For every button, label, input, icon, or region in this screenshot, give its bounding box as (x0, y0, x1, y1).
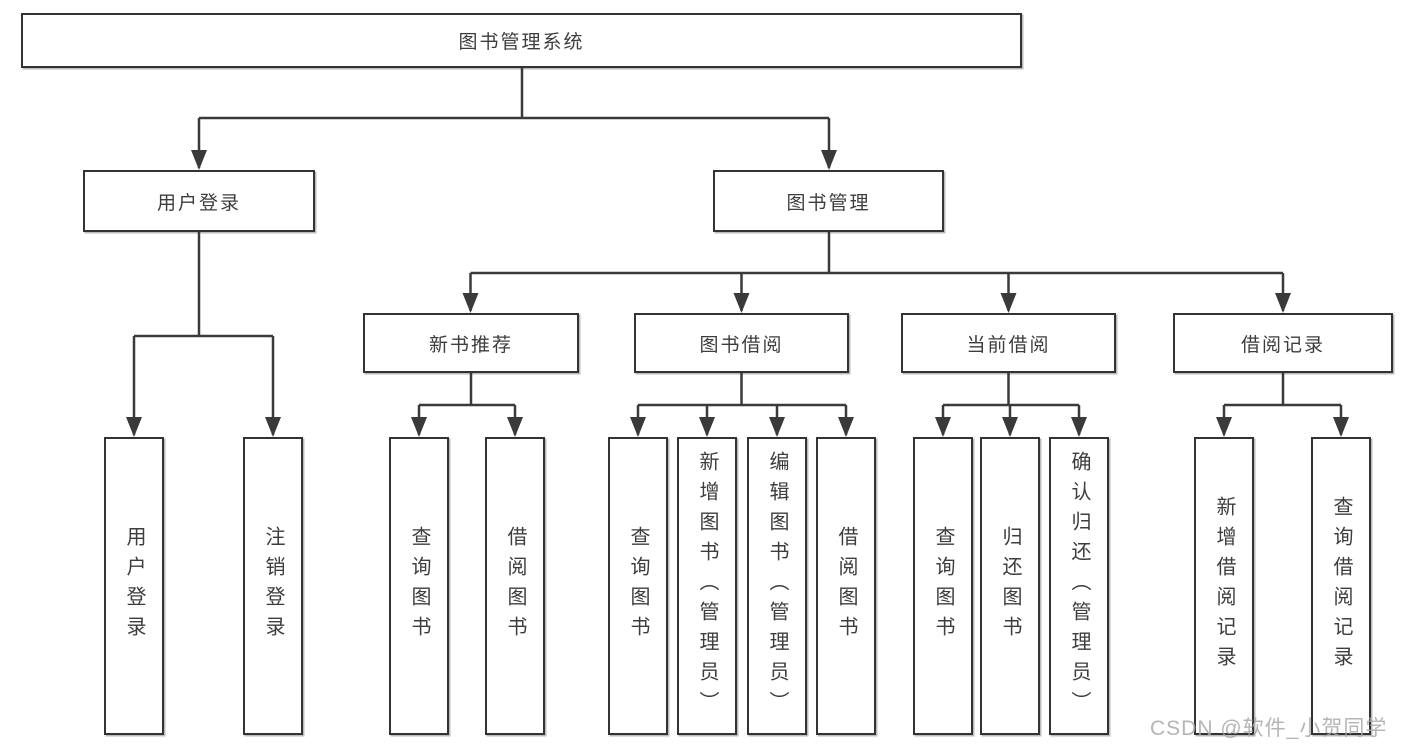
node-new-book-recommend-label: 新书推荐 (428, 334, 513, 356)
leaf-query-book-borrow: 查询图书 (608, 437, 668, 735)
leaf-add-borrow-record: 新增借阅记录 (1194, 437, 1254, 735)
node-user-login-label: 用户登录 (156, 192, 241, 214)
leaf-add-book-admin-label: 新增图书（管理员） (696, 451, 718, 721)
node-root-label: 图书管理系统 (458, 32, 585, 53)
node-new-book-recommend: 新书推荐 (363, 313, 579, 373)
leaf-query-book-current: 查询图书 (913, 437, 973, 735)
leaf-query-borrow-record: 查询借阅记录 (1311, 437, 1371, 735)
node-book-management: 图书管理 (713, 170, 944, 232)
leaf-query-book-borrow-label: 查询图书 (627, 526, 649, 646)
node-book-borrowing: 图书借阅 (634, 313, 849, 373)
leaf-add-book-admin: 新增图书（管理员） (677, 437, 737, 735)
node-book-borrowing-label: 图书借阅 (699, 334, 784, 356)
leaf-logout-label: 注销登录 (262, 526, 284, 646)
leaf-logout: 注销登录 (243, 437, 303, 735)
leaf-user-login: 用户登录 (104, 437, 164, 735)
leaf-borrow-book-recommend: 借阅图书 (485, 437, 545, 735)
arrowheads (126, 150, 1349, 437)
leaf-query-book-recommend: 查询图书 (389, 437, 449, 735)
leaf-edit-book-admin: 编辑图书（管理员） (747, 437, 807, 735)
leaf-query-book-current-label: 查询图书 (932, 526, 954, 646)
leaf-user-login-label: 用户登录 (123, 526, 145, 646)
leaf-borrow-book-borrow: 借阅图书 (816, 437, 876, 735)
node-book-management-label: 图书管理 (786, 192, 871, 214)
leaf-borrow-book-recommend-label: 借阅图书 (504, 526, 526, 646)
leaf-query-borrow-record-label: 查询借阅记录 (1330, 496, 1352, 676)
leaf-return-book-label: 归还图书 (999, 526, 1021, 646)
node-current-borrowing: 当前借阅 (901, 313, 1116, 373)
node-borrow-records: 借阅记录 (1173, 313, 1393, 373)
node-root: 图书管理系统 (21, 13, 1022, 68)
node-user-login: 用户登录 (83, 170, 315, 232)
leaf-edit-book-admin-label: 编辑图书（管理员） (766, 451, 788, 721)
leaf-query-book-recommend-label: 查询图书 (408, 526, 430, 646)
leaf-confirm-return-admin: 确认归还（管理员） (1049, 437, 1109, 735)
leaf-return-book: 归还图书 (980, 437, 1040, 735)
leaf-confirm-return-admin-label: 确认归还（管理员） (1068, 451, 1090, 721)
csdn-watermark: CSDN @软件_小贺同学 (1150, 717, 1388, 740)
leaf-add-borrow-record-label: 新增借阅记录 (1213, 496, 1235, 676)
leaf-borrow-book-borrow-label: 借阅图书 (835, 526, 857, 646)
node-borrow-records-label: 借阅记录 (1240, 334, 1325, 356)
node-current-borrowing-label: 当前借阅 (966, 334, 1051, 356)
